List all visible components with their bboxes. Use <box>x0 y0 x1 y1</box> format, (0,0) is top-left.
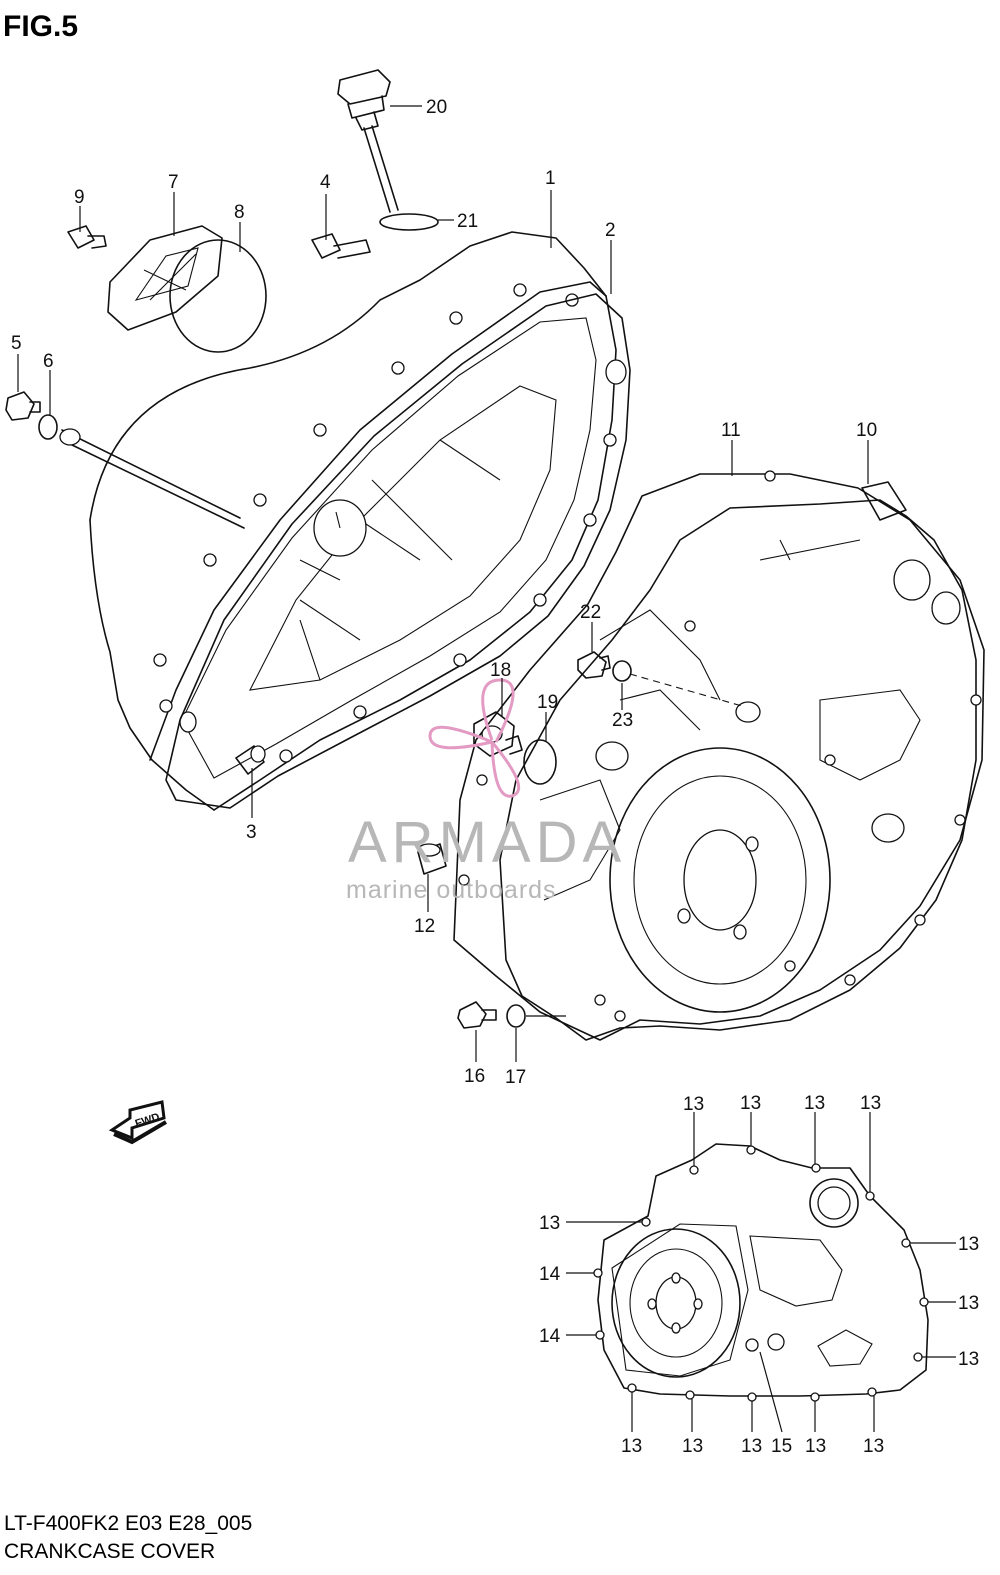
diagram-caption: CRANKCASE COVER <box>4 1540 215 1563</box>
cover-bolt-layout-view <box>593 1143 929 1402</box>
callout-6: 6 <box>43 351 54 372</box>
callout-13-top-1: 13 <box>683 1094 704 1115</box>
cover-gasket-part <box>165 293 631 809</box>
callout-13-bottom-2: 13 <box>682 1436 703 1457</box>
callout-23: 23 <box>612 710 633 731</box>
callout-13-bottom-5: 13 <box>863 1436 884 1457</box>
callout-13-bottom-4: 13 <box>805 1436 826 1457</box>
callout-14-a: 14 <box>539 1264 561 1285</box>
callout-13-right-1: 13 <box>958 1234 979 1255</box>
callout-17: 17 <box>505 1067 526 1088</box>
callout-18: 18 <box>490 660 511 681</box>
crankcase-cover-part <box>59 231 627 811</box>
callout-numbers: 20 21 4 1 2 9 7 8 5 6 3 11 10 22 23 18 1… <box>11 97 979 1457</box>
drain-bolt-part <box>5 391 41 421</box>
washer-part-6 <box>38 414 58 440</box>
watermark-tagline: marine outboards <box>346 876 557 904</box>
callout-13-top-3: 13 <box>804 1093 825 1114</box>
oil-filler-cap-part <box>337 69 399 213</box>
callout-14-b: 14 <box>539 1326 561 1347</box>
callout-9: 9 <box>74 187 85 208</box>
callout-7: 7 <box>168 172 179 193</box>
armada-watermark: ARMADA marine outboards <box>346 678 626 904</box>
callout-19: 19 <box>537 692 558 713</box>
callout-13-bottom-1: 13 <box>621 1436 642 1457</box>
callout-22: 22 <box>580 602 601 623</box>
bolt-part-9 <box>67 225 107 249</box>
o-ring-part <box>379 213 439 231</box>
callout-20: 20 <box>426 97 447 118</box>
callout-13-right-2: 13 <box>958 1293 979 1314</box>
right-cover-gasket-part <box>453 473 985 1041</box>
washer-part-17 <box>506 1004 526 1028</box>
callout-3: 3 <box>246 822 257 843</box>
callout-12: 12 <box>414 916 435 937</box>
callout-10: 10 <box>856 420 877 441</box>
bolt-part-16 <box>457 1001 497 1029</box>
callout-16: 16 <box>464 1066 485 1087</box>
callout-21: 21 <box>457 211 478 232</box>
callout-13-left: 13 <box>539 1213 560 1234</box>
figure-title: FIG.5 <box>3 10 78 43</box>
callout-8: 8 <box>234 202 245 223</box>
dowel-pin-part-3 <box>235 745 266 775</box>
washer-part-19 <box>523 739 557 785</box>
washer-part-23 <box>612 660 632 682</box>
callout-4: 4 <box>320 172 331 193</box>
fwd-arrow-icon: FWD <box>108 1100 168 1145</box>
cover-o-ring-part <box>169 239 267 353</box>
callout-2: 2 <box>605 220 616 241</box>
leader-lines <box>17 105 956 1433</box>
bolt-part-22 <box>577 651 611 679</box>
callout-13-top-2: 13 <box>740 1093 761 1114</box>
model-code: LT-F400FK2 E03 E28_005 <box>4 1512 252 1535</box>
callout-1: 1 <box>545 168 556 189</box>
bolt-part-4 <box>311 233 371 259</box>
watermark-brand: ARMADA <box>348 810 626 875</box>
right-crankcase-cover-part <box>458 470 982 1041</box>
callout-13-bottom-3: 13 <box>741 1436 762 1457</box>
dowel-pin-part-12 <box>417 843 447 875</box>
callout-13-top-4: 13 <box>860 1093 881 1114</box>
callout-5: 5 <box>11 333 22 354</box>
callout-11: 11 <box>721 420 741 441</box>
callout-13-right-3: 13 <box>958 1349 979 1370</box>
callout-15: 15 <box>771 1436 792 1457</box>
